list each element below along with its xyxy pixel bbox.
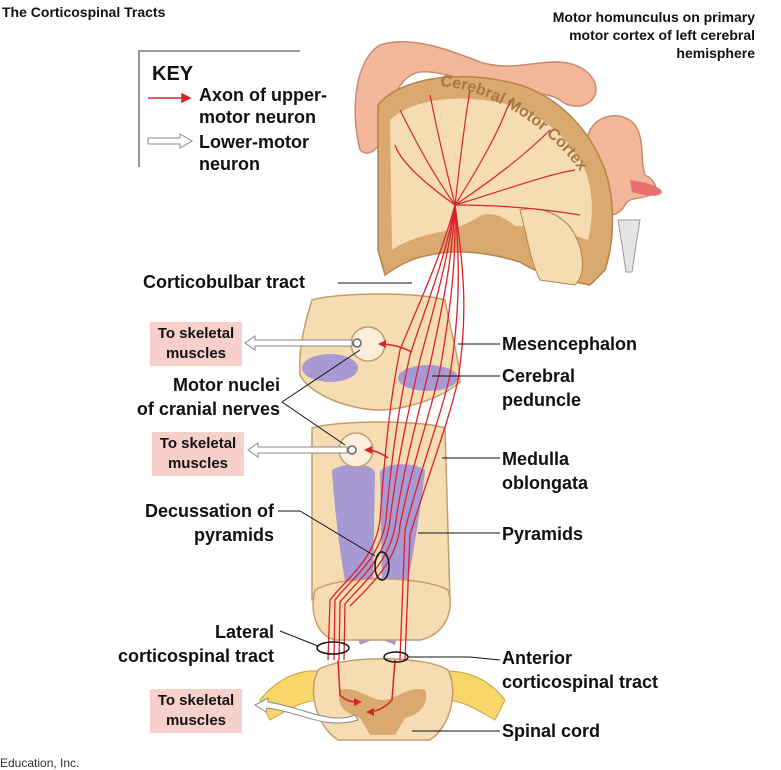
motor-nuclei-label: Motor nuclei of cranial nerves — [100, 373, 280, 421]
decussation-ring — [374, 551, 390, 581]
lateral-tract-ring — [316, 641, 350, 655]
nerve-right — [439, 670, 506, 721]
spinal-segment-upper — [312, 578, 451, 641]
homunculus-caption-line: motor cortex of left cerebral — [569, 27, 755, 43]
decussation-line: Decussation of — [144, 501, 274, 521]
key-lower-line: Lower-motor — [199, 132, 309, 152]
motor-nuclei-line: of cranial nerves — [136, 399, 280, 419]
cortex-axon-fan — [394, 89, 581, 216]
skeletal-box-3: To skeletal muscles — [150, 689, 242, 733]
descending-fibers — [327, 204, 465, 661]
leader-lines — [278, 282, 501, 732]
key-box — [138, 50, 300, 167]
homunculus-tongue — [630, 180, 662, 196]
key-white-arrow — [147, 133, 193, 149]
page-title: The Corticospinal Tracts — [2, 4, 166, 20]
cerebral-peduncle-line: Cerebral — [502, 366, 576, 386]
cerebral-peduncle-right — [398, 365, 458, 391]
lower-motor-arrows — [244, 335, 359, 724]
cerebral-peduncle-left — [302, 354, 358, 382]
key-lower-motor-label: Lower-motor neuron — [199, 131, 309, 175]
pyramids-label: Pyramids — [502, 524, 584, 544]
corticobulbar-label: Corticobulbar tract — [143, 272, 306, 292]
cerebral-peduncle-label: Cerebral peduncle — [502, 364, 581, 412]
skeletal-box-line: muscles — [165, 712, 227, 729]
anterior-tract-line: Anterior — [502, 648, 573, 668]
motor-nucleus-medulla-dot — [347, 445, 357, 455]
medulla-line: Medulla — [502, 449, 570, 469]
spinal-gray-matter — [338, 688, 427, 735]
cerebral-peduncle-line: peduncle — [502, 390, 582, 410]
medulla-label: Medulla oblongata — [502, 447, 588, 495]
skeletal-box-line: muscles — [167, 455, 229, 472]
key-upper-line: motor neuron — [199, 107, 316, 127]
homunculus-caption: Motor homunculus on primary motor cortex… — [455, 8, 755, 62]
skeletal-box-line: To skeletal — [157, 325, 235, 342]
medulla-line: oblongata — [502, 473, 588, 493]
decussation-label: Decussation of pyramids — [100, 499, 274, 547]
red-arrowheads — [354, 340, 386, 716]
key-upper-line: Axon of upper- — [199, 85, 327, 105]
key-lower-line: neuron — [199, 154, 260, 174]
lateral-tract-line: Lateral — [214, 622, 274, 642]
key-upper-motor-label: Axon of upper- motor neuron — [199, 84, 327, 128]
footer-credit: Education, Inc. — [0, 756, 80, 770]
lateral-tract-line: corticospinal tract — [117, 646, 274, 666]
cortex-lower-gyrus — [519, 208, 583, 286]
mesencephalon-label: Mesencephalon — [502, 334, 638, 354]
skeletal-box-line: To skeletal — [159, 435, 237, 452]
key-title: KEY — [152, 63, 194, 85]
skeletal-box-line: muscles — [165, 345, 227, 362]
spinal-cord-label: Spinal cord — [502, 721, 601, 741]
motor-nuclei-line: Motor nuclei — [173, 375, 280, 395]
homunculus-arm — [354, 41, 597, 154]
key-red-arrow — [148, 92, 192, 104]
anterior-tract-line: corticospinal tract — [502, 672, 659, 692]
motor-nucleus-midbrain-dot — [352, 338, 362, 348]
skeletal-box-line: To skeletal — [157, 692, 235, 709]
skeletal-box-1: To skeletal muscles — [150, 322, 242, 366]
lateral-tract-label: Lateral corticospinal tract — [80, 620, 274, 668]
homunculus-caption-line: hemisphere — [676, 45, 755, 61]
decussation-line: pyramids — [193, 525, 274, 545]
skeletal-box-2: To skeletal muscles — [152, 432, 244, 476]
homunculus-caption-line: Motor homunculus on primary — [552, 9, 755, 25]
larynx-shape — [617, 219, 641, 273]
anterior-tract-label: Anterior corticospinal tract — [502, 646, 658, 694]
